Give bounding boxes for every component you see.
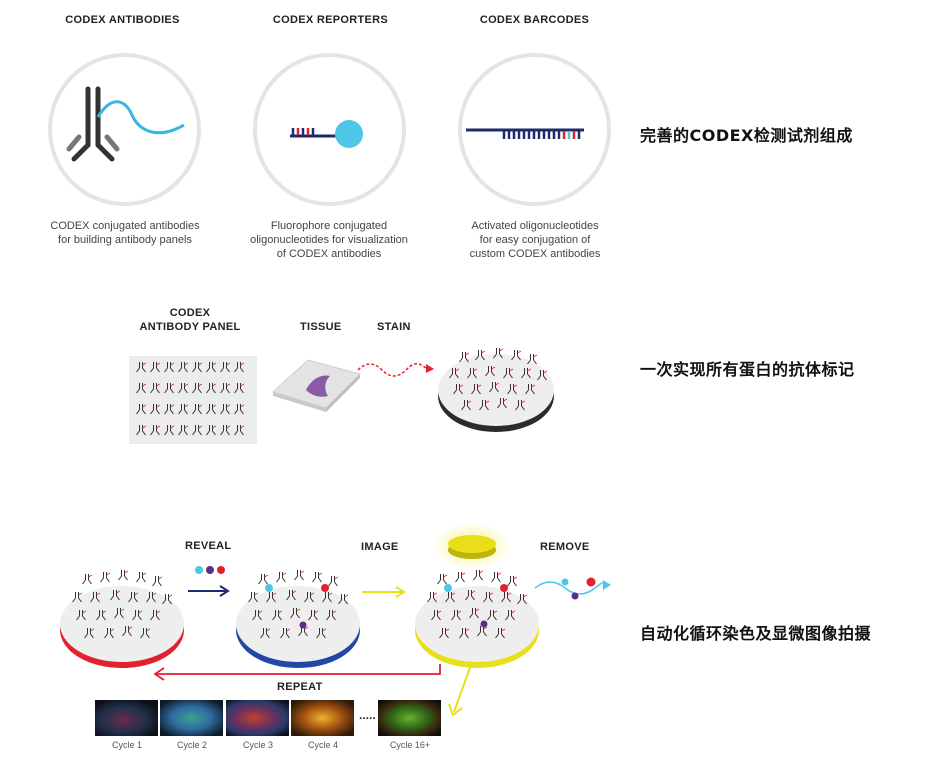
- cycle-16-image: [378, 700, 441, 736]
- more-cycles-ellipsis: .....: [359, 708, 376, 722]
- stained-tissue-disk: [438, 347, 554, 432]
- antibody-panel-plate: [129, 356, 257, 444]
- antibody-icon: [66, 86, 185, 162]
- antibody-circle: [48, 53, 201, 206]
- reagent-components-label: 完善的CODEX检测试剂组成: [640, 126, 853, 145]
- cycle-2-image: [160, 700, 223, 736]
- cycle-3-image: [226, 700, 289, 736]
- cycle-1-image: [95, 700, 158, 736]
- panel-row-3: [136, 403, 245, 415]
- antibody-panel-grid: [136, 361, 245, 436]
- reveal-arrow-icon: [188, 585, 230, 597]
- repeat-arrow-icon: [153, 664, 441, 681]
- barcodes-caption: Activated oligonucleotides for easy conj…: [469, 220, 601, 260]
- panel-row-2: [136, 382, 245, 394]
- antibody-labeling-label: 一次实现所有蛋白的抗体标记: [640, 360, 855, 379]
- reporter-circle: [253, 53, 406, 206]
- image-output-arrow-icon: [448, 661, 473, 717]
- light-source-icon: [432, 522, 512, 570]
- stain-arrow-icon: [357, 363, 434, 377]
- cycle-4-label: Cycle 4: [307, 740, 338, 750]
- cycle-16-label: Cycle 16+: [389, 740, 431, 750]
- remove-arrow-icon: [534, 577, 611, 600]
- repeat-label: REPEAT: [277, 681, 323, 693]
- reporter-icon: [290, 120, 363, 148]
- panel-row-4: [136, 424, 245, 436]
- cycle-disk-blue: [236, 569, 360, 668]
- reporters-caption: Fluorophore conjugated oligonucleotides …: [250, 220, 408, 260]
- cycle-disk-red: [60, 569, 184, 668]
- cycle-4-image: [291, 700, 354, 736]
- reveal-label: REVEAL: [185, 540, 232, 552]
- automated-cycling-label: 自动化循环染色及显微图像拍摄: [640, 624, 872, 643]
- cycle-1-label: Cycle 1: [111, 740, 142, 750]
- tissue-label: TISSUE: [300, 321, 342, 333]
- stain-label: STAIN: [377, 321, 411, 333]
- barcodes-title: CODEX BARCODES: [479, 14, 590, 26]
- tissue-slide-icon: [272, 359, 361, 412]
- cycle-disk-yellow: [415, 569, 539, 668]
- cycle-3-label: Cycle 3: [242, 740, 273, 750]
- panel-row-1: [136, 361, 245, 373]
- antibody-panel-title: CODEX ANTIBODY PANEL: [139, 307, 241, 333]
- cycle-2-label: Cycle 2: [176, 740, 207, 750]
- antibodies-title: CODEX ANTIBODIES: [65, 14, 180, 26]
- image-arrow-icon: [362, 586, 406, 598]
- antibodies-caption: CODEX conjugated antibodies for building…: [50, 220, 200, 246]
- barcode-icon: [466, 128, 584, 139]
- remove-label: REMOVE: [540, 541, 590, 553]
- reporters-title: CODEX REPORTERS: [272, 14, 389, 26]
- image-label: IMAGE: [361, 541, 399, 553]
- reporter-dots-icon: [195, 566, 225, 574]
- barcode-circle: [458, 53, 611, 206]
